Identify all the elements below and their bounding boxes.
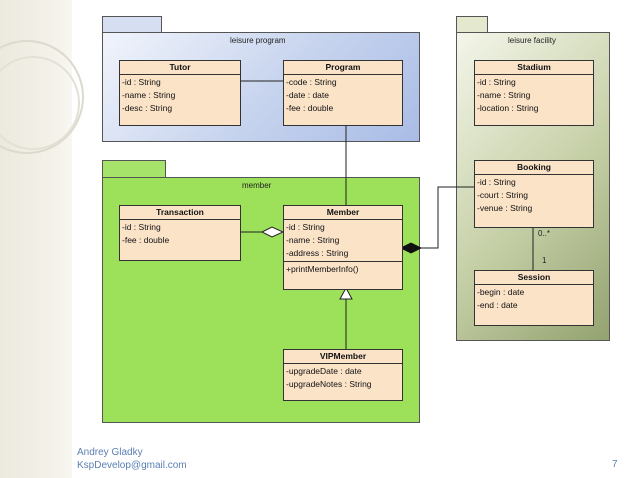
attribute: -id : String xyxy=(122,77,161,87)
multiplicity-session: 1 xyxy=(542,256,547,265)
class-attributes: -code : String -date : date -fee : doubl… xyxy=(284,75,402,116)
attribute: -venue : String xyxy=(477,203,533,213)
composition-filled-diamond xyxy=(399,242,423,254)
class-stadium: Stadium -id : String -name : String -loc… xyxy=(474,60,594,126)
class-operations: +printMemberInfo() xyxy=(284,261,402,277)
class-booking: Booking -id : String -court : String -ve… xyxy=(474,160,594,228)
class-name: Transaction xyxy=(120,206,240,220)
attribute: -id : String xyxy=(477,177,516,187)
class-name: Session xyxy=(475,271,593,285)
class-program: Program -code : String -date : date -fee… xyxy=(283,60,403,126)
class-session: Session -begin : date -end : date xyxy=(474,270,594,326)
class-attributes: -id : String -fee : double xyxy=(120,220,240,248)
class-attributes: -begin : date -end : date xyxy=(475,285,593,313)
attribute: -fee : double xyxy=(122,235,170,245)
class-tutor: Tutor -id : String -name : String -desc … xyxy=(119,60,241,126)
attribute: -end : date xyxy=(477,300,518,310)
multiplicity-booking: 0..* xyxy=(538,229,551,238)
class-name: Stadium xyxy=(475,61,593,75)
attribute: -id : String xyxy=(122,222,161,232)
class-attributes: -upgradeDate : date -upgradeNotes : Stri… xyxy=(284,364,402,392)
class-attributes: -id : String -name : String -desc : Stri… xyxy=(120,75,240,116)
attribute: -begin : date xyxy=(477,287,525,297)
attribute: -name : String xyxy=(286,235,340,245)
attribute: -desc : String xyxy=(122,103,173,113)
attribute: -upgradeNotes : String xyxy=(286,379,372,389)
class-name: Member xyxy=(284,206,402,220)
composition-member-booking xyxy=(421,186,474,249)
attribute: -location : String xyxy=(477,103,539,113)
package-label-leisure-program: leisure program xyxy=(230,36,286,45)
attribute: -id : String xyxy=(286,222,325,232)
attribute: -id : String xyxy=(477,77,516,87)
class-attributes: -id : String -court : String -venue : St… xyxy=(475,175,593,216)
footer-email: KspDevelop@gmail.com xyxy=(77,460,187,471)
class-name: Booking xyxy=(475,161,593,175)
attribute: -upgradeDate : date xyxy=(286,366,362,376)
package-label-member: member xyxy=(242,181,272,190)
attribute: -code : String xyxy=(286,77,337,87)
class-attributes: -id : String -name : String -location : … xyxy=(475,75,593,116)
class-name: VIPMember xyxy=(284,350,402,364)
class-name: Program xyxy=(284,61,402,75)
decorative-ring xyxy=(0,56,80,150)
class-transaction: Transaction -id : String -fee : double xyxy=(119,205,241,261)
footer-author-block: Andrey Gladky KspDevelop@gmail.com xyxy=(77,446,187,472)
attribute: -address : String xyxy=(286,248,349,258)
footer-author: Andrey Gladky xyxy=(77,447,143,458)
generalization-hollow-triangle xyxy=(339,286,353,300)
attribute: -date : date xyxy=(286,90,330,100)
attribute: -name : String xyxy=(477,90,531,100)
class-member: Member -id : String -name : String -addr… xyxy=(283,205,403,290)
attribute: -court : String xyxy=(477,190,529,200)
attribute: -name : String xyxy=(122,90,176,100)
package-label-leisure-facility: leisure facility xyxy=(508,36,557,45)
class-vipmember: VIPMember -upgradeDate : date -upgradeNo… xyxy=(283,349,403,401)
operation: +printMemberInfo() xyxy=(286,264,359,274)
class-name: Tutor xyxy=(120,61,240,75)
page-number: 7 xyxy=(612,459,618,470)
aggregation-hollow-diamond xyxy=(260,226,285,238)
class-attributes: -id : String -name : String -address : S… xyxy=(284,220,402,261)
attribute: -fee : double xyxy=(286,103,334,113)
